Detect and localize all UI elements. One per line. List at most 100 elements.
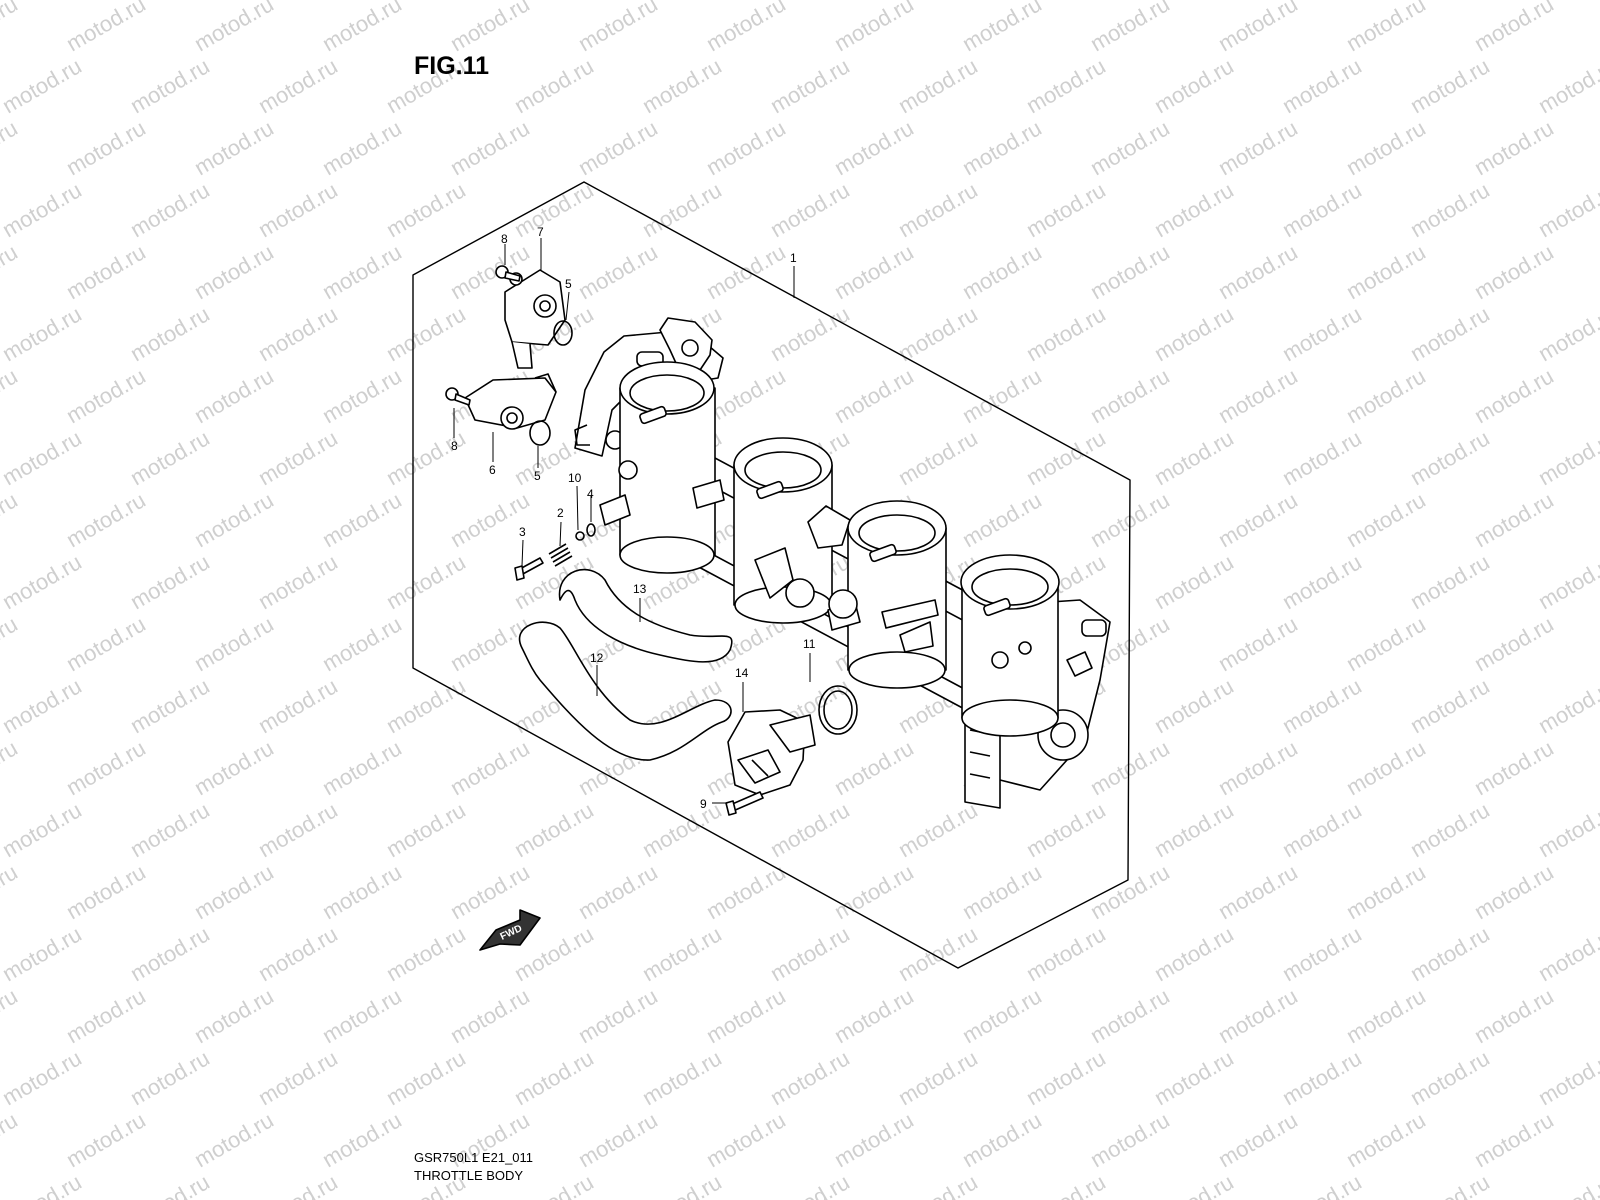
watermark-text: motod.ru [510, 1169, 598, 1200]
watermark-text: motod.ru [1214, 115, 1302, 180]
watermark-text: motod.ru [1534, 1045, 1600, 1110]
watermark-text: motod.ru [1470, 611, 1558, 676]
watermark-text: motod.ru [1406, 425, 1494, 490]
watermark-text: motod.ru [1150, 425, 1238, 490]
watermark-text: motod.ru [958, 363, 1046, 428]
watermark-text: motod.ru [0, 0, 22, 56]
watermark-text: motod.ru [382, 1045, 470, 1110]
watermark-text: motod.ru [1342, 859, 1430, 924]
watermark-text: motod.ru [1342, 363, 1430, 428]
watermark-text: motod.ru [1086, 239, 1174, 304]
watermark-text: motod.ru [0, 301, 86, 366]
left-linkage-bracket [574, 317, 724, 457]
watermark-text: motod.ru [62, 983, 150, 1048]
callout-label: 8 [501, 232, 508, 246]
watermark-text: motod.ru [1150, 177, 1238, 242]
watermark-text: motod.ru [1406, 797, 1494, 862]
watermark-text: motod.ru [446, 487, 534, 552]
watermark-text: motod.ru [126, 921, 214, 986]
watermark-text: motod.ru [318, 735, 406, 800]
watermark-text: motod.ru [1534, 673, 1600, 738]
watermark-text: motod.ru [318, 1107, 406, 1172]
watermark-text: motod.ru [0, 983, 22, 1048]
watermark-text: motod.ru [830, 1107, 918, 1172]
watermark-text: motod.ru [1534, 301, 1600, 366]
watermark-text: motod.ru [1278, 301, 1366, 366]
watermark-text: motod.ru [1534, 921, 1600, 986]
watermark-text: motod.ru [830, 983, 918, 1048]
watermark-text: motod.ru [1278, 673, 1366, 738]
screw-part-9 [725, 791, 764, 816]
watermark-text: motod.ru [1214, 0, 1302, 56]
throttle-bore-3 [827, 500, 947, 689]
watermark-text: motod.ru [894, 301, 982, 366]
watermark-text: motod.ru [1470, 115, 1558, 180]
watermark-text: motod.ru [574, 983, 662, 1048]
watermark-text: motod.ru [1214, 859, 1302, 924]
isc-valve-part-14 [727, 709, 816, 796]
watermark-text: motod.ru [190, 487, 278, 552]
watermark-text: motod.ru [0, 363, 22, 428]
watermark-text: motod.ru [1022, 425, 1110, 490]
watermark-text: motod.ru [0, 611, 22, 676]
watermark-text: motod.ru [510, 177, 598, 242]
callout-label: 13 [633, 582, 647, 596]
watermark-text: motod.ru [638, 921, 726, 986]
watermark-text: motod.ru [958, 983, 1046, 1048]
watermark-text: motod.ru [62, 0, 150, 56]
watermark-text: motod.ru [190, 1107, 278, 1172]
watermark-text: motod.ru [382, 425, 470, 490]
watermark-text: motod.ru [126, 301, 214, 366]
watermark-text: motod.ru [254, 1045, 342, 1110]
watermark-text: motod.ru [1470, 1107, 1558, 1172]
watermark-text: motod.ru [62, 363, 150, 428]
watermark-text: motod.ru [894, 921, 982, 986]
watermark-text: motod.ru [1150, 301, 1238, 366]
watermark-text: motod.ru [766, 53, 854, 118]
watermark-text: motod.ru [254, 921, 342, 986]
watermark-text: motod.ru [638, 797, 726, 862]
watermark-text: motod.ru [1086, 983, 1174, 1048]
watermark-text: motod.ru [0, 177, 86, 242]
watermark-text: motod.ru [446, 735, 534, 800]
watermark-text: motod.ru [1150, 673, 1238, 738]
callout-labels: 1 2 3 4 5 5 6 7 8 8 9 10 11 12 13 14 [451, 225, 816, 811]
watermark-text: motod.ru [1278, 425, 1366, 490]
watermark-text: motod.ru [0, 53, 86, 118]
watermark-text: motod.ru [1406, 549, 1494, 614]
watermark-text: motod.ru [1470, 735, 1558, 800]
watermark-text: motod.ru [1022, 921, 1110, 986]
watermark-text: motod.ru [638, 1045, 726, 1110]
watermark-text: motod.ru [0, 549, 86, 614]
bolt-part-8-lower [445, 387, 471, 406]
watermark-text: motod.ru [318, 859, 406, 924]
watermark-text: motod.ru [894, 425, 982, 490]
watermark-text: motod.ru [1150, 1045, 1238, 1110]
watermark-text: motod.ru [0, 1107, 22, 1172]
watermark-text: motod.ru [1022, 1045, 1110, 1110]
watermark-text: motod.ru [126, 425, 214, 490]
watermark-text: motod.ru [126, 673, 214, 738]
watermark-text: motod.ru [446, 0, 534, 56]
watermark-text: motod.ru [318, 0, 406, 56]
watermark-text: motod.ru [958, 1107, 1046, 1172]
figure-title: FIG.11 [414, 52, 490, 80]
watermark-text: motod.ru [1086, 115, 1174, 180]
watermark-text: motod.ru [638, 1169, 726, 1200]
watermark-text: motod.ru [1086, 1107, 1174, 1172]
watermark-text: motod.ru [1342, 611, 1430, 676]
watermark-text: motod.ru [1150, 1169, 1238, 1200]
watermark-text: motod.ru [1086, 363, 1174, 428]
watermark-text: motod.ru [1534, 1169, 1600, 1200]
watermark-text: motod.ru [1022, 797, 1110, 862]
watermark-text: motod.ru [382, 673, 470, 738]
watermark-text: motod.ru [1342, 0, 1430, 56]
watermark-text: motod.ru [1342, 1107, 1430, 1172]
o-ring-part-5-upper [553, 320, 573, 346]
watermark-text: motod.ru [830, 115, 918, 180]
watermark-text: motod.ru [958, 115, 1046, 180]
watermark-text: motod.ru [958, 0, 1046, 56]
watermark-text: motod.ru [0, 1169, 86, 1200]
watermark-text: motod.ru [1150, 549, 1238, 614]
